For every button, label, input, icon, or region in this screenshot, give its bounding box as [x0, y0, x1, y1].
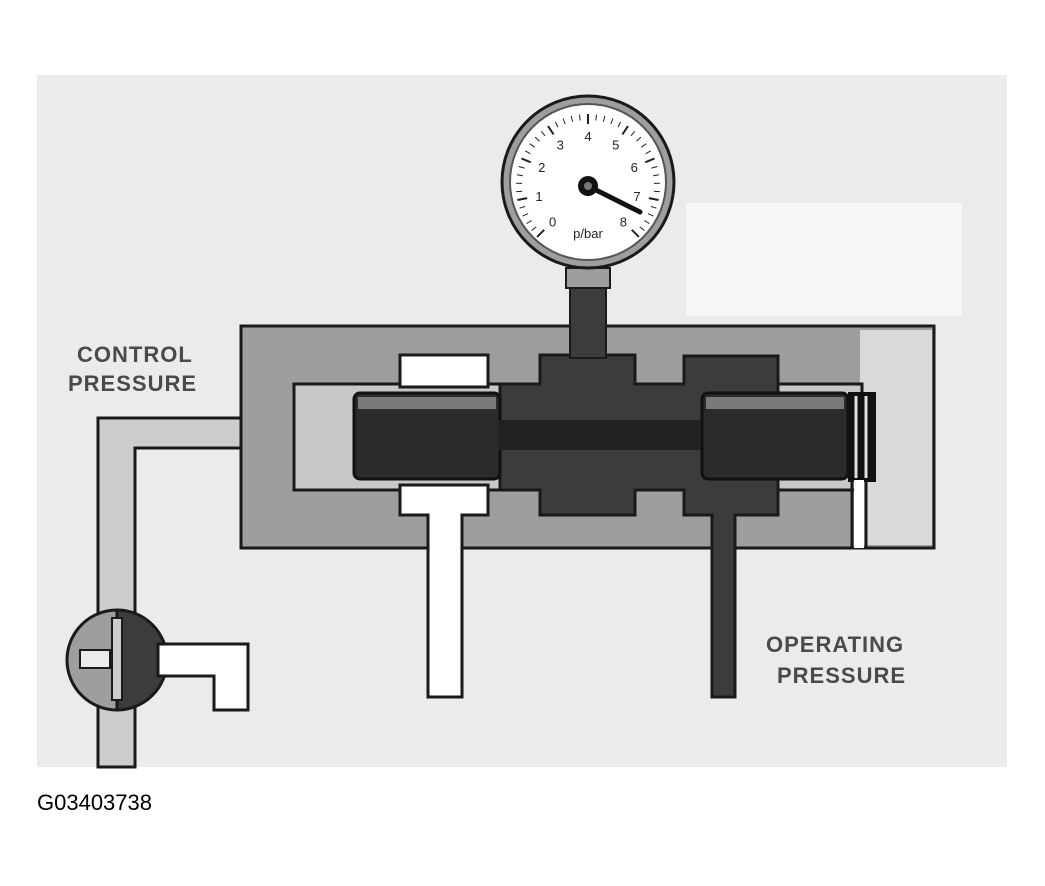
gauge-tick: [636, 136, 642, 142]
gauge-scale-number: 4: [584, 129, 591, 144]
gauge-scale-number: 0: [549, 214, 556, 229]
gauge-tick: [653, 174, 660, 177]
gauge-tick: [522, 213, 529, 217]
gauge-tick: [610, 118, 614, 125]
gauge-tick: [641, 143, 647, 148]
control-valve-icon: [65, 608, 250, 712]
gauge-tick: [617, 121, 622, 128]
gauge-tick: [531, 226, 537, 231]
piston-right: [700, 391, 850, 481]
gauge-tick: [554, 121, 559, 128]
figure-id: G03403738: [37, 790, 152, 815]
gauge-scale-number: 5: [612, 137, 619, 152]
gauge-tick: [651, 166, 658, 169]
gauge-scale-number: 7: [633, 189, 640, 204]
piston-left: [352, 391, 502, 481]
gauge-tick: [579, 114, 581, 121]
gauge-tick: [644, 157, 655, 164]
gauge-scale-number: 1: [535, 189, 542, 204]
gauge-tick: [517, 197, 528, 201]
gauge-fitting: [565, 267, 611, 289]
gauge-stem: [569, 282, 607, 359]
pressure-gauge-icon: 01 23 4 56 78 p/bar: [500, 94, 676, 270]
gauge-tick: [529, 143, 535, 148]
gauge-tick: [540, 130, 546, 137]
exhaust-port-top: [398, 353, 490, 389]
gauge-tick: [562, 118, 566, 125]
gauge-tick: [639, 226, 645, 231]
gauge-tick: [516, 174, 523, 177]
gauge-tick: [648, 197, 659, 201]
operating-pressure-label-line2: PRESSURE: [777, 663, 906, 688]
gauge-tick: [630, 130, 636, 137]
control-pressure-label-line2: PRESSURE: [68, 371, 197, 396]
operating-pressure-label-line1: OPERATING: [766, 632, 904, 657]
gauge-tick: [644, 220, 650, 225]
gauge-scale-number: 2: [538, 160, 545, 175]
gauge-scale-number: 3: [557, 137, 564, 152]
gauge-tick: [518, 166, 525, 169]
gauge-unit: p/bar: [573, 226, 603, 241]
gauge-tick: [534, 136, 540, 142]
gauge-scale-number: 8: [620, 214, 627, 229]
gauge-tick: [650, 205, 657, 209]
gauge-tick: [526, 220, 532, 225]
gauge-tick: [536, 229, 545, 238]
piston-rod: [498, 420, 704, 450]
gauge-tick: [521, 157, 532, 164]
spring: [848, 392, 876, 548]
gauge-scale-number: 6: [631, 160, 638, 175]
gauge-tick: [570, 115, 574, 122]
gauge-tick: [647, 213, 654, 217]
control-pressure-label-line1: CONTROL: [77, 342, 193, 367]
gauge-tick: [519, 205, 526, 209]
exhaust-port-bottom: [398, 483, 490, 699]
gauge-tick: [645, 150, 652, 155]
blank-patch: [686, 203, 962, 316]
gauge-tick: [621, 125, 629, 135]
gauge-tick: [602, 115, 606, 122]
gauge-tick: [547, 125, 555, 135]
gauge-tick: [595, 114, 597, 121]
gauge-tick: [631, 229, 640, 238]
gauge-tick: [524, 150, 531, 155]
